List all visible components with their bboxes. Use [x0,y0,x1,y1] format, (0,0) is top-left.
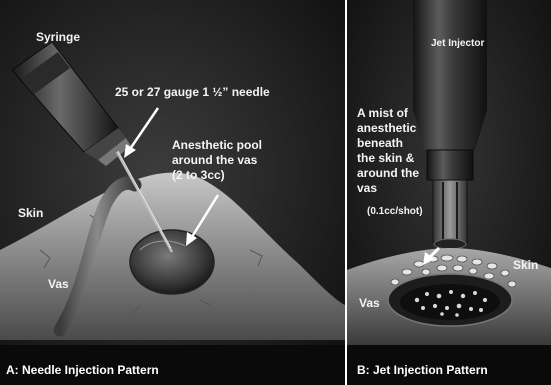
panel-needle-injection: Syringe 25 or 27 gauge 1 ½” needle Anest… [0,0,345,385]
panel-b-caption: B: Jet Injection Pattern [357,363,488,377]
mist-label-line2: anesthetic [357,121,416,136]
mist-label-line4: the skin & [357,151,414,166]
needle-label: 25 or 27 gauge 1 ½” needle [115,85,270,100]
mist-label-line5: around the [357,166,419,181]
panel-a-caption: A: Needle Injection Pattern [6,363,159,377]
skin-label: Skin [18,206,43,221]
mist-label-line3: beneath [357,136,403,151]
vas-deferens [388,274,512,326]
anesthetic-pool-label-line3: (2 to 3cc) [172,168,225,183]
jet-injection-illustration [347,0,551,385]
syringe-label: Syringe [36,30,80,45]
panel-jet-injection: Jet Injector A mist of anesthetic beneat… [347,0,551,385]
mist-label-line6: vas [357,181,377,196]
anesthetic-pool-label-line1: Anesthetic pool [172,138,262,153]
dose-label: (0.1cc/shot) [367,204,423,219]
jet-injector-label: Jet Injector [431,36,484,51]
anesthetic-pool-label-line2: around the vas [172,153,257,168]
vas-label: Vas [359,296,380,311]
skin-label: Skin [513,258,538,273]
mist-label-line1: A mist of [357,106,408,121]
needle-injection-illustration [0,0,345,385]
anesthetic-pool [130,230,214,294]
vas-label: Vas [48,277,69,292]
